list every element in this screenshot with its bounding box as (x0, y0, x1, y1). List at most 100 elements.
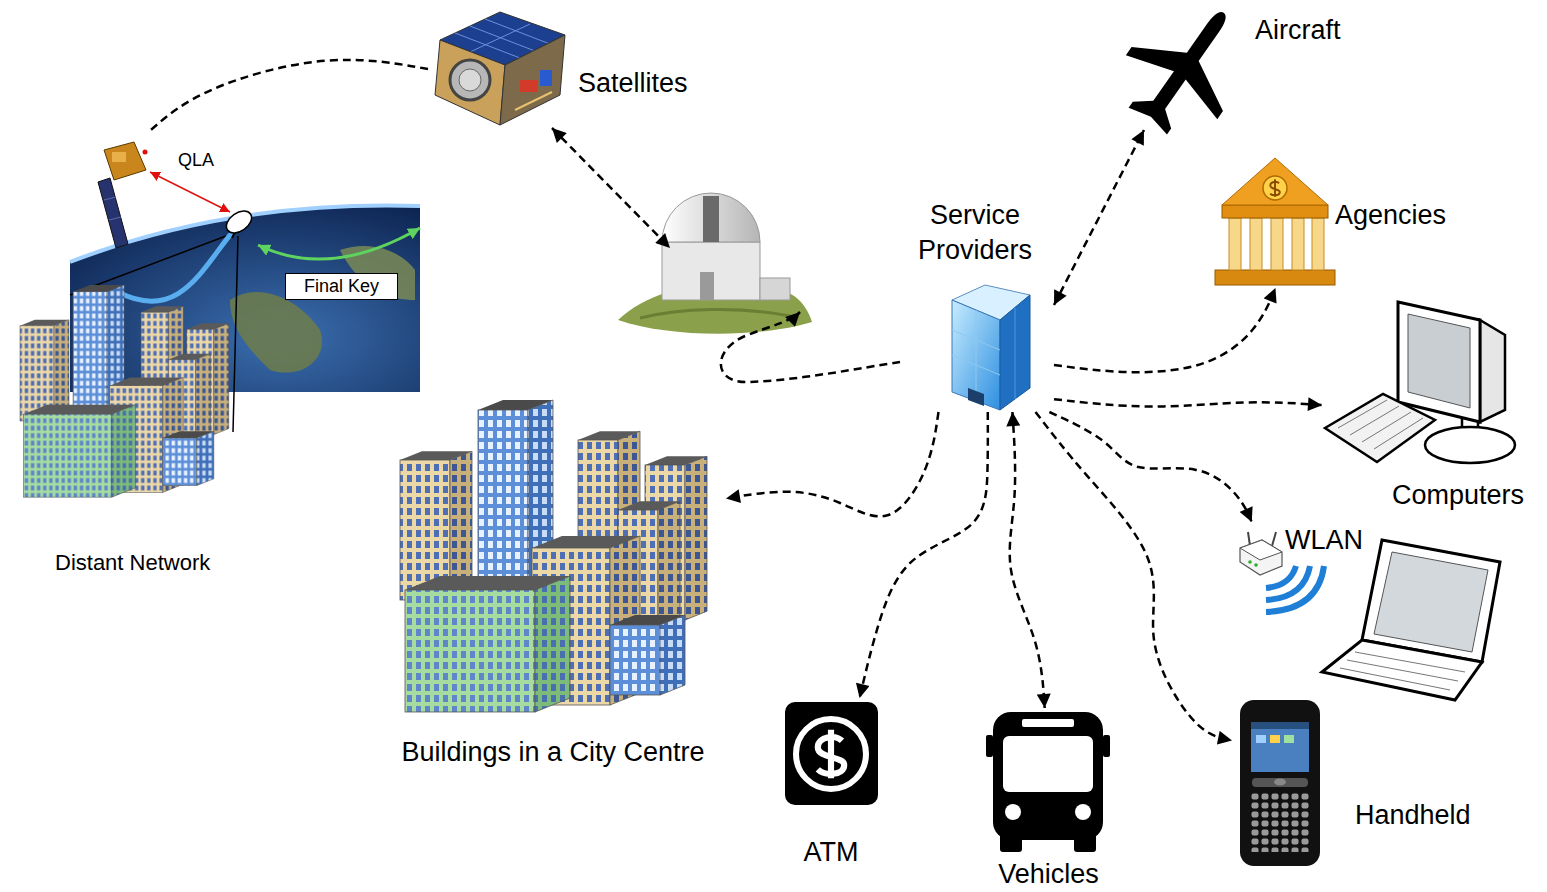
satellite-icon (470, 24, 530, 52)
observatory-icon (618, 193, 812, 334)
computer-node: Computers (1322, 296, 1544, 510)
computer-icon (1325, 394, 1435, 462)
bank-icon (1312, 218, 1324, 270)
provider-building (952, 300, 1000, 410)
provider-node: Service Providers (900, 198, 1054, 412)
connector-arrow (1010, 412, 1045, 708)
node-label: WLAN (1285, 524, 1363, 556)
router-icon (1272, 532, 1276, 546)
computer-icon (1398, 302, 1480, 422)
atm-icon (785, 702, 878, 805)
router-icon (1240, 540, 1282, 560)
connector-arrow (860, 412, 988, 698)
computer-icon (1338, 400, 1387, 428)
satellite-icon (459, 69, 481, 91)
satellite-icon (540, 70, 552, 86)
connector-arrow (1054, 288, 1275, 372)
satellite-node: Satellites (428, 8, 705, 130)
router-icon (1266, 566, 1324, 612)
provider-building (968, 388, 984, 406)
node-label: Aircraft (1255, 14, 1341, 46)
bank-icon (1292, 218, 1304, 270)
connector-arrow (1054, 130, 1144, 305)
vehicle-node: Vehicles (985, 708, 1112, 890)
observatory-icon (662, 242, 760, 300)
phone-icon (1240, 700, 1320, 866)
phone-icon (1251, 722, 1309, 729)
small-satellite (98, 178, 128, 248)
laptop-icon (1340, 668, 1450, 690)
observatory-icon (703, 196, 719, 242)
phone-icon (1256, 735, 1266, 743)
node-label: Vehicles (998, 858, 1099, 890)
observatory-icon (662, 193, 760, 242)
small-satellite (104, 142, 146, 180)
node-label: Handheld (1355, 799, 1471, 831)
computer-icon (1425, 427, 1515, 463)
small-satellite (104, 197, 116, 200)
laptop-icon (1374, 552, 1488, 652)
satellite-icon (515, 92, 552, 110)
satellite-icon (450, 60, 490, 100)
bus-icon (1103, 735, 1110, 757)
computer-icon (1350, 406, 1399, 435)
computer-icon (1408, 314, 1470, 408)
bank-icon (1222, 205, 1328, 218)
provider-building (1000, 295, 1030, 410)
small-satellite (112, 152, 126, 162)
router-icon (1248, 560, 1252, 564)
bank-icon (1229, 218, 1241, 270)
phone-icon (1240, 700, 1320, 866)
node-label: Distant Network (55, 550, 210, 576)
connector-arrow (151, 60, 428, 130)
city-buildings (400, 400, 707, 712)
key-path (118, 228, 420, 301)
satellite-icon (520, 80, 538, 92)
key-box: Final Key (285, 273, 398, 300)
observatory-icon (760, 278, 790, 300)
small-satellite (98, 142, 148, 248)
node-label: Satellites (578, 67, 688, 99)
observatory-icon (640, 309, 790, 318)
node-label: ATM (804, 836, 859, 868)
provider-building (976, 310, 977, 401)
phone-icon (1251, 722, 1309, 772)
observatory-icon (700, 272, 714, 300)
bus-icon (1005, 804, 1021, 820)
atm-node: ATM (780, 698, 882, 868)
network-node: Distant Network Final Key (8, 130, 428, 580)
aircraft-node: Aircraft (1120, 8, 1360, 130)
router-icon (1254, 563, 1258, 567)
bank-icon (1215, 158, 1335, 285)
node-label: Computers (1392, 479, 1524, 511)
laptop-icon (1322, 540, 1500, 700)
small-satellite (143, 150, 148, 155)
atm-icon (796, 719, 866, 789)
phone-icon (1284, 735, 1294, 743)
bus-icon (986, 735, 993, 757)
aircraft-icon (1102, 0, 1269, 153)
earth-picture (230, 292, 322, 373)
key-path (258, 228, 420, 259)
phone-icon (1252, 778, 1308, 787)
bank-icon (1215, 270, 1335, 285)
bus-icon (1003, 736, 1093, 792)
bank-icon (1222, 158, 1328, 205)
connector-arrow (1054, 399, 1322, 406)
bus-icon (993, 712, 1103, 840)
bus-icon (1075, 804, 1091, 820)
phone-icon (1250, 792, 1310, 852)
connector-arrow (726, 412, 939, 516)
phone-icon (1274, 779, 1286, 786)
distant-city (20, 285, 229, 497)
bank-icon (1263, 176, 1287, 200)
small-satellite (109, 217, 121, 220)
computer-icon (1325, 302, 1515, 463)
wlan-node: WLAN (1230, 522, 1375, 614)
qla-arrow (150, 172, 230, 212)
router-icon (1266, 566, 1296, 588)
bus-icon (1022, 719, 1074, 727)
city-node: Buildings in a City Centre (380, 398, 726, 770)
